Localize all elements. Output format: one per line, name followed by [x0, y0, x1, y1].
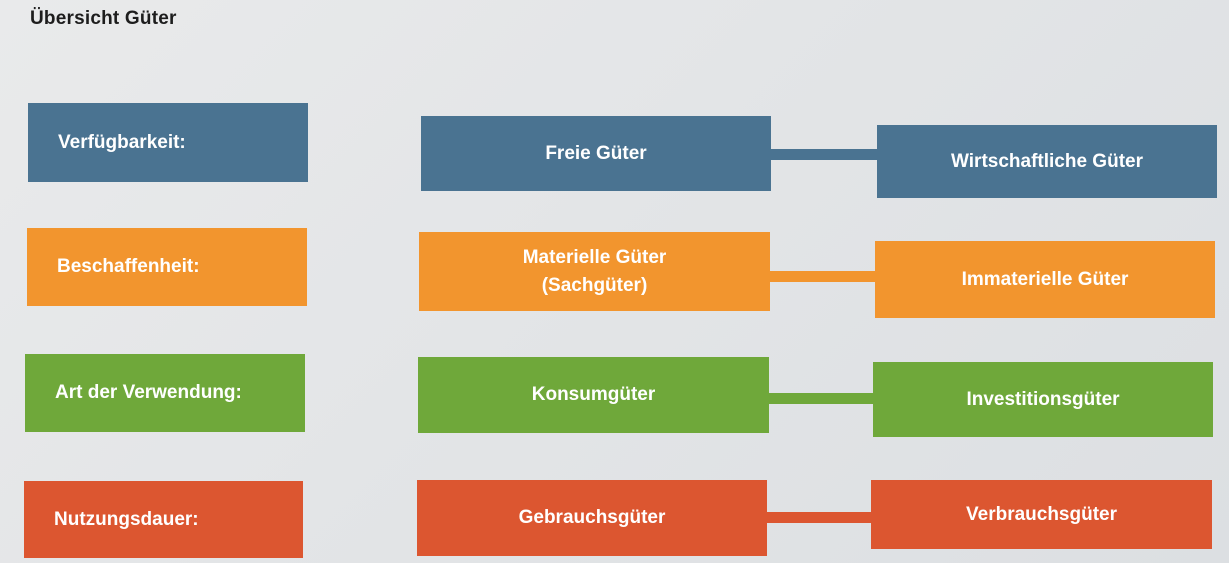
right-goods-label: Investitionsgüter: [966, 388, 1120, 410]
right-goods-box: Wirtschaftliche Güter: [877, 125, 1217, 198]
left-goods-box: Freie Güter: [421, 116, 771, 191]
left-goods-label: Gebrauchsgüter: [518, 507, 666, 529]
category-label-box: Beschaffenheit:: [27, 228, 307, 306]
right-goods-label: Wirtschaftliche Güter: [951, 150, 1143, 172]
left-goods-box: Konsumgüter: [418, 357, 769, 433]
left-goods-box: Materielle Güter (Sachgüter): [419, 232, 770, 311]
left-goods-box: Gebrauchsgüter: [417, 480, 767, 556]
left-goods-label: Konsumgüter: [531, 384, 656, 406]
right-goods-box: Verbrauchsgüter: [871, 480, 1212, 549]
connector-line: [769, 149, 879, 160]
diagram-title: Übersicht Güter: [30, 8, 177, 29]
right-goods-box: Immaterielle Güter: [875, 241, 1215, 318]
category-label-box: Nutzungsdauer:: [24, 481, 303, 558]
right-goods-label: Verbrauchsgüter: [966, 503, 1117, 525]
category-label: Art der Verwendung:: [55, 382, 242, 404]
category-label-box: Verfügbarkeit:: [28, 103, 308, 182]
right-goods-label: Immaterielle Güter: [961, 268, 1129, 290]
right-goods-box: Investitionsgüter: [873, 362, 1213, 437]
connector-line: [765, 512, 873, 523]
category-label: Nutzungsdauer:: [54, 508, 199, 530]
category-label: Verfügbarkeit:: [58, 131, 186, 153]
left-goods-label: Freie Güter: [545, 142, 647, 164]
connector-line: [767, 393, 875, 404]
left-goods-label: Materielle Güter (Sachgüter): [522, 246, 667, 296]
connector-line: [768, 271, 877, 282]
category-label-box: Art der Verwendung:: [25, 354, 305, 432]
category-label: Beschaffenheit:: [57, 256, 200, 278]
